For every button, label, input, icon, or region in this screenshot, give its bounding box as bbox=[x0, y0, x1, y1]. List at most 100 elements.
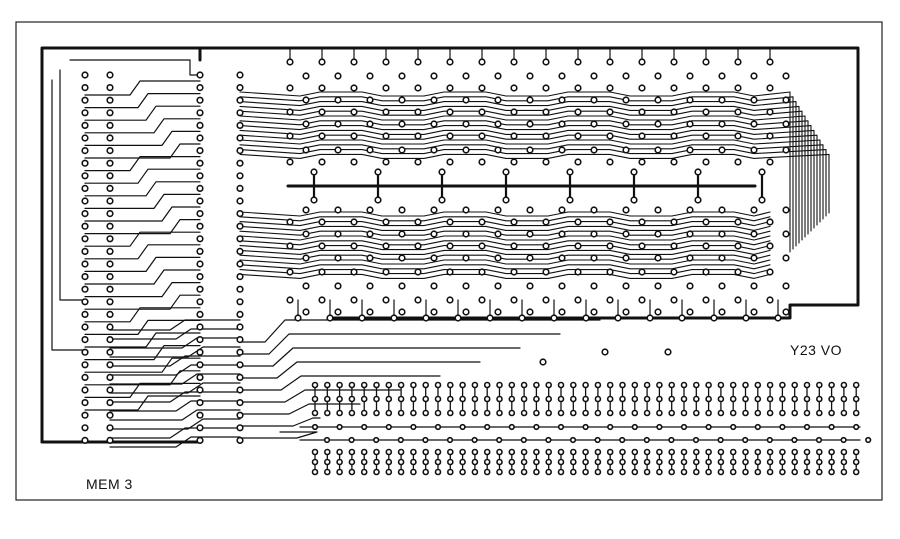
pad bbox=[236, 197, 244, 205]
pad bbox=[81, 134, 89, 142]
trace bbox=[239, 273, 771, 279]
pad bbox=[438, 168, 446, 176]
pad bbox=[323, 381, 331, 389]
pad bbox=[81, 71, 89, 79]
pad bbox=[622, 282, 630, 290]
pad bbox=[373, 468, 380, 476]
pad bbox=[334, 206, 342, 214]
pad bbox=[336, 468, 343, 476]
pad bbox=[601, 348, 609, 356]
pad bbox=[840, 381, 848, 389]
pad bbox=[414, 296, 422, 304]
trace bbox=[84, 206, 201, 222]
pad bbox=[692, 458, 700, 466]
pad bbox=[494, 120, 502, 128]
pad bbox=[236, 159, 244, 167]
trace bbox=[239, 375, 441, 391]
pad bbox=[414, 158, 422, 166]
pad bbox=[510, 84, 518, 92]
pad bbox=[718, 254, 726, 262]
pad bbox=[750, 72, 758, 80]
pad bbox=[630, 196, 638, 204]
pad bbox=[302, 120, 310, 128]
pad bbox=[302, 230, 310, 238]
pad bbox=[286, 158, 294, 166]
pad bbox=[702, 108, 710, 116]
pad bbox=[286, 84, 294, 92]
pad bbox=[422, 458, 430, 466]
pad bbox=[236, 247, 244, 255]
pad bbox=[718, 308, 726, 316]
pad bbox=[502, 168, 510, 176]
pad bbox=[622, 254, 630, 262]
pad bbox=[398, 120, 406, 128]
pad bbox=[81, 361, 89, 369]
pad bbox=[81, 197, 89, 205]
pad bbox=[196, 399, 204, 407]
pad bbox=[569, 395, 577, 403]
ground-trace bbox=[40, 46, 202, 444]
trace bbox=[59, 69, 86, 301]
pad bbox=[803, 458, 811, 466]
pad bbox=[545, 448, 553, 456]
pad bbox=[734, 158, 742, 166]
pad bbox=[422, 381, 430, 389]
pad bbox=[81, 260, 89, 268]
pad bbox=[446, 84, 454, 92]
trace bbox=[84, 357, 201, 373]
pad bbox=[718, 206, 726, 214]
pad bbox=[734, 84, 742, 92]
pad bbox=[446, 296, 454, 304]
trace bbox=[239, 120, 809, 235]
pad bbox=[446, 132, 454, 140]
pad bbox=[686, 282, 694, 290]
pad bbox=[236, 147, 244, 155]
pad bbox=[791, 458, 799, 466]
trace bbox=[239, 264, 771, 270]
pad bbox=[397, 436, 404, 444]
pad bbox=[494, 206, 502, 214]
pad bbox=[668, 448, 676, 456]
pad bbox=[520, 436, 527, 444]
pad bbox=[236, 109, 244, 117]
pad bbox=[366, 120, 374, 128]
pad bbox=[286, 242, 294, 250]
pad bbox=[422, 436, 429, 444]
pad bbox=[638, 132, 646, 140]
pad bbox=[702, 268, 710, 276]
pad bbox=[478, 108, 486, 116]
pad bbox=[815, 468, 823, 476]
pad bbox=[557, 423, 565, 431]
pad bbox=[323, 436, 331, 444]
trace bbox=[239, 149, 827, 217]
pad bbox=[81, 411, 89, 419]
pad bbox=[196, 121, 204, 129]
pad bbox=[758, 196, 766, 204]
pad bbox=[574, 296, 582, 304]
pad bbox=[533, 448, 540, 456]
pad bbox=[510, 242, 518, 250]
pad bbox=[791, 468, 799, 476]
pad bbox=[106, 386, 114, 394]
pad bbox=[670, 218, 678, 226]
pad bbox=[754, 381, 762, 389]
pad bbox=[852, 468, 860, 476]
pad bbox=[446, 448, 454, 456]
pad bbox=[318, 58, 326, 66]
pad bbox=[558, 282, 566, 290]
pad bbox=[686, 254, 694, 262]
pad bbox=[619, 468, 626, 476]
pad bbox=[398, 230, 406, 238]
pad bbox=[334, 146, 342, 154]
pad bbox=[434, 468, 442, 476]
board-outline bbox=[15, 21, 883, 501]
pad bbox=[106, 210, 114, 218]
pad bbox=[566, 168, 574, 176]
pad bbox=[631, 381, 639, 389]
pad bbox=[323, 448, 331, 456]
pad bbox=[196, 260, 204, 268]
pad bbox=[462, 230, 470, 238]
pad bbox=[106, 197, 114, 205]
pad bbox=[81, 247, 89, 255]
pad bbox=[236, 336, 244, 344]
